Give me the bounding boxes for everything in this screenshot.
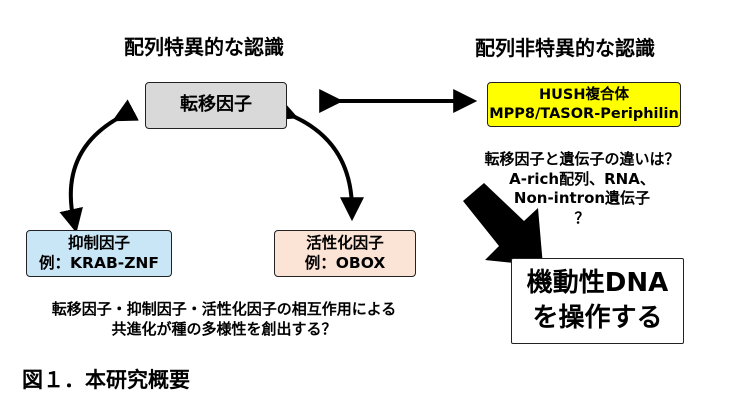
repressor-title: 抑制因子 [67, 234, 130, 253]
activator-box: 活性化因子 例：OBOX [274, 230, 416, 277]
hypothesis-line-1: 転移因子・抑制因子・活性化因子の相互作用による [51, 300, 397, 318]
figure-caption: 図１．本研究概要 [22, 368, 190, 392]
arrow-transposon-repressor [59, 99, 139, 233]
mobile-dna-box: 機動性DNA を操作する [511, 258, 684, 344]
question-line-3: Non-intron遺伝子 [513, 189, 651, 207]
question-line-2: A-rich配列、RNA、 [509, 169, 655, 188]
question-line-4: ？ [574, 208, 590, 227]
activator-title: 活性化因子 [306, 234, 384, 253]
transposon-label: 転移因子 [180, 94, 252, 116]
hush-complex-box: HUSH複合体 MPP8/TASOR-Periphilin [487, 82, 681, 127]
mobile-dna-line-2: を操作する [532, 303, 663, 333]
activator-example: 例：OBOX [304, 253, 386, 272]
transposon-box: 転移因子 [145, 82, 287, 129]
question-line-1: 転移因子と遺伝子の違いは？ [484, 150, 680, 168]
hush-members: MPP8/TASOR-Periphilin [489, 105, 679, 122]
heading-sequence-nonspecific: 配列非特異的な認識 [475, 36, 655, 60]
arrow-transposon-activator [271, 98, 364, 222]
hush-title: HUSH複合体 [539, 87, 629, 104]
coevolution-hypothesis: 転移因子・抑制因子・活性化因子の相互作用による 共進化が種の多様性を創出する？ [12, 300, 436, 339]
hypothesis-line-2: 共進化が種の多様性を創出する？ [111, 319, 337, 338]
repressor-example: 例：KRAB-ZNF [39, 253, 159, 272]
difference-question: 転移因子と遺伝子の違いは？ A-rich配列、RNA、 Non-intron遺伝… [452, 150, 712, 228]
heading-sequence-specific: 配列特異的な認識 [124, 35, 284, 59]
mobile-dna-line-1: 機動性DNA [526, 267, 669, 298]
block-arrow [463, 183, 543, 266]
repressor-box: 抑制因子 例：KRAB-ZNF [26, 230, 172, 277]
